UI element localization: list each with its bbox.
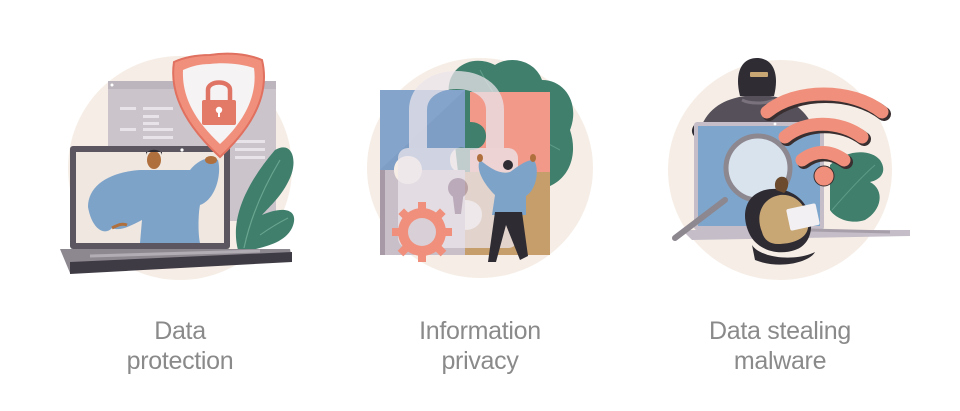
caption-line-2: privacy: [441, 347, 519, 375]
person-figure: [477, 154, 537, 262]
panel-data-protection: Data protection: [30, 0, 330, 411]
panel-information-privacy: Information privacy: [330, 0, 630, 411]
caption-line-1: Data: [154, 317, 206, 345]
plant-leaves-icon: [830, 152, 884, 222]
panel-data-stealing-malware: Data stealing malware: [630, 0, 930, 411]
shield-lock-laptop-illustration: [60, 52, 295, 280]
caption-information-privacy: Information privacy: [330, 316, 630, 376]
caption-data-stealing-malware: Data stealing malware: [630, 316, 930, 376]
caption-data-protection: Data protection: [30, 316, 330, 376]
shield-lock-icon: [172, 52, 265, 159]
caption-line-1: Information: [419, 317, 541, 345]
plant-leaves-icon: [235, 147, 295, 250]
wifi-icon: [760, 87, 891, 187]
person-figure: [88, 149, 220, 243]
gear-icon: [392, 202, 452, 262]
caption-line-1: Data stealing: [708, 317, 852, 345]
hacker-wifi-magnifier-illustration: [668, 58, 910, 280]
caption-line-2: malware: [733, 347, 827, 375]
puzzle-padlock-illustration: [367, 58, 593, 278]
magnifier-icon: [672, 133, 793, 241]
caption-line-2: protection: [126, 347, 234, 375]
sitting-person-figure: [745, 176, 820, 265]
